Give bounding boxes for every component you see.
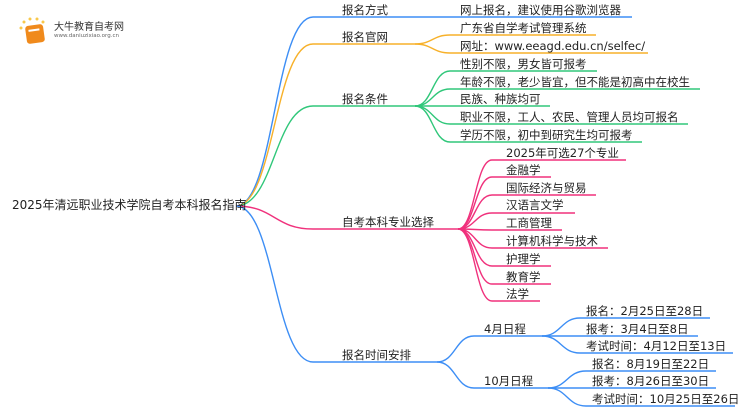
leaf-url: 网址：www.eeagd.edu.cn/selfec/ [460, 39, 646, 53]
group-october: 10月日程 [484, 374, 534, 388]
leaf-connector [414, 105, 642, 143]
leaf: 考试时间：10月25日至26日 [592, 392, 740, 406]
leaf: 教育学 [506, 270, 541, 284]
leaf-connector [414, 43, 648, 54]
leaf: 报考：3月4日至8日 [586, 322, 689, 336]
logo-url: www.daniuzixiao.org.cn [54, 33, 119, 39]
root-topic: 2025年清远职业技术学院自考本科报名指南 [12, 198, 247, 212]
leaf: 考试时间：4月12日至13日 [586, 339, 727, 353]
leaf: 年龄不限，老少皆宜，但不能是初高中在校生 [460, 75, 690, 89]
leaf: 法学 [506, 287, 529, 301]
leaf: 计算机科学与技术 [506, 234, 598, 248]
branch-connector [235, 43, 415, 207]
group-april: 4月日程 [484, 322, 526, 336]
leaf-connector [547, 387, 735, 407]
book-logo-icon [19, 17, 45, 44]
leaf: 工商管理 [506, 216, 552, 230]
branch-official-site: 报名官网 [342, 30, 388, 44]
leaf: 金融学 [506, 163, 541, 177]
leaf-connector [541, 335, 733, 354]
branch-connector [235, 16, 632, 207]
leaf: 护理学 [506, 252, 541, 266]
site-logo: 大牛教育自考网 www.daniuzixiao.org.cn [18, 16, 138, 46]
branch-requirements: 报名条件 [342, 92, 388, 106]
leaf: 性别不限，男女皆可报考 [460, 57, 587, 71]
leaf: 汉语言文学 [506, 198, 564, 212]
leaf-connector [457, 228, 540, 302]
branch-majors: 自考本科专业选择 [342, 215, 434, 229]
branch-connector [235, 105, 415, 207]
leaf: 民族、种族均可 [460, 92, 541, 106]
leaf: 国际经济与贸易 [506, 181, 587, 195]
leaf: 2025年可选27个专业 [506, 146, 619, 160]
branch-schedule: 报名时间安排 [342, 348, 411, 362]
leaf: 报名：8月19日至22日 [592, 357, 710, 371]
branch-registration-method: 报名方式 [342, 3, 388, 17]
leaf: 职业不限，工人、农民、管理人员均可报名 [460, 110, 679, 124]
branch-connector [235, 205, 437, 363]
leaf: 报考：8月26日至30日 [592, 374, 710, 388]
leaf: 报名：2月25日至28日 [586, 304, 704, 318]
group-connector [436, 361, 548, 389]
leaf: 广东省自学考试管理系统 [460, 21, 587, 35]
leaf-connector [457, 159, 626, 230]
leaf: 学历不限，初中到研究生均可报考 [460, 128, 633, 142]
leaf: 网上报名，建议使用谷歌浏览器 [460, 3, 621, 17]
leaf-connector [457, 176, 551, 230]
branch-connector [235, 205, 458, 230]
logo-title: 大牛教育自考网 [54, 22, 124, 33]
leaf-connector [414, 88, 700, 107]
group-connector [436, 335, 542, 363]
